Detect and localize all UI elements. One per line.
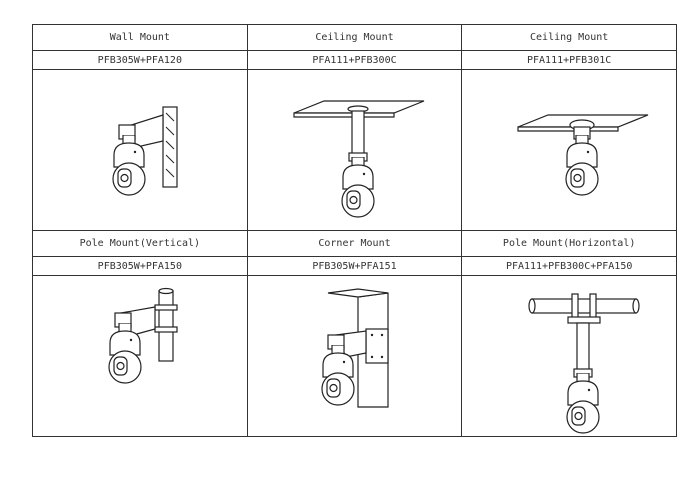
wall-mount-illustration <box>32 69 248 231</box>
mount-model: PFB305W+PFA120 <box>32 50 248 70</box>
ceiling-mount-illustration <box>461 69 677 231</box>
mount-title: Ceiling Mount <box>246 24 463 51</box>
mount-table: Wall Mount Ceiling Mount Ceiling Mount P… <box>32 24 677 437</box>
mount-title: Ceiling Mount <box>461 24 677 51</box>
pole-mount-horizontal-illustration <box>461 275 677 437</box>
ceiling-mount-illustration <box>246 69 463 231</box>
mount-model: PFA111+PFB300C <box>246 50 463 70</box>
mount-title: Pole Mount(Horizontal) <box>461 230 677 257</box>
mount-model: PFB305W+PFA150 <box>32 256 248 276</box>
corner-mount-illustration <box>246 275 463 437</box>
pole-mount-vertical-illustration <box>32 275 248 437</box>
mount-model: PFA111+PFB300C+PFA150 <box>461 256 677 276</box>
mount-model: PFA111+PFB301C <box>461 50 677 70</box>
mount-title: Pole Mount(Vertical) <box>32 230 248 257</box>
mount-title: Wall Mount <box>32 24 248 51</box>
mount-model: PFB305W+PFA151 <box>246 256 463 276</box>
mount-title: Corner Mount <box>246 230 463 257</box>
